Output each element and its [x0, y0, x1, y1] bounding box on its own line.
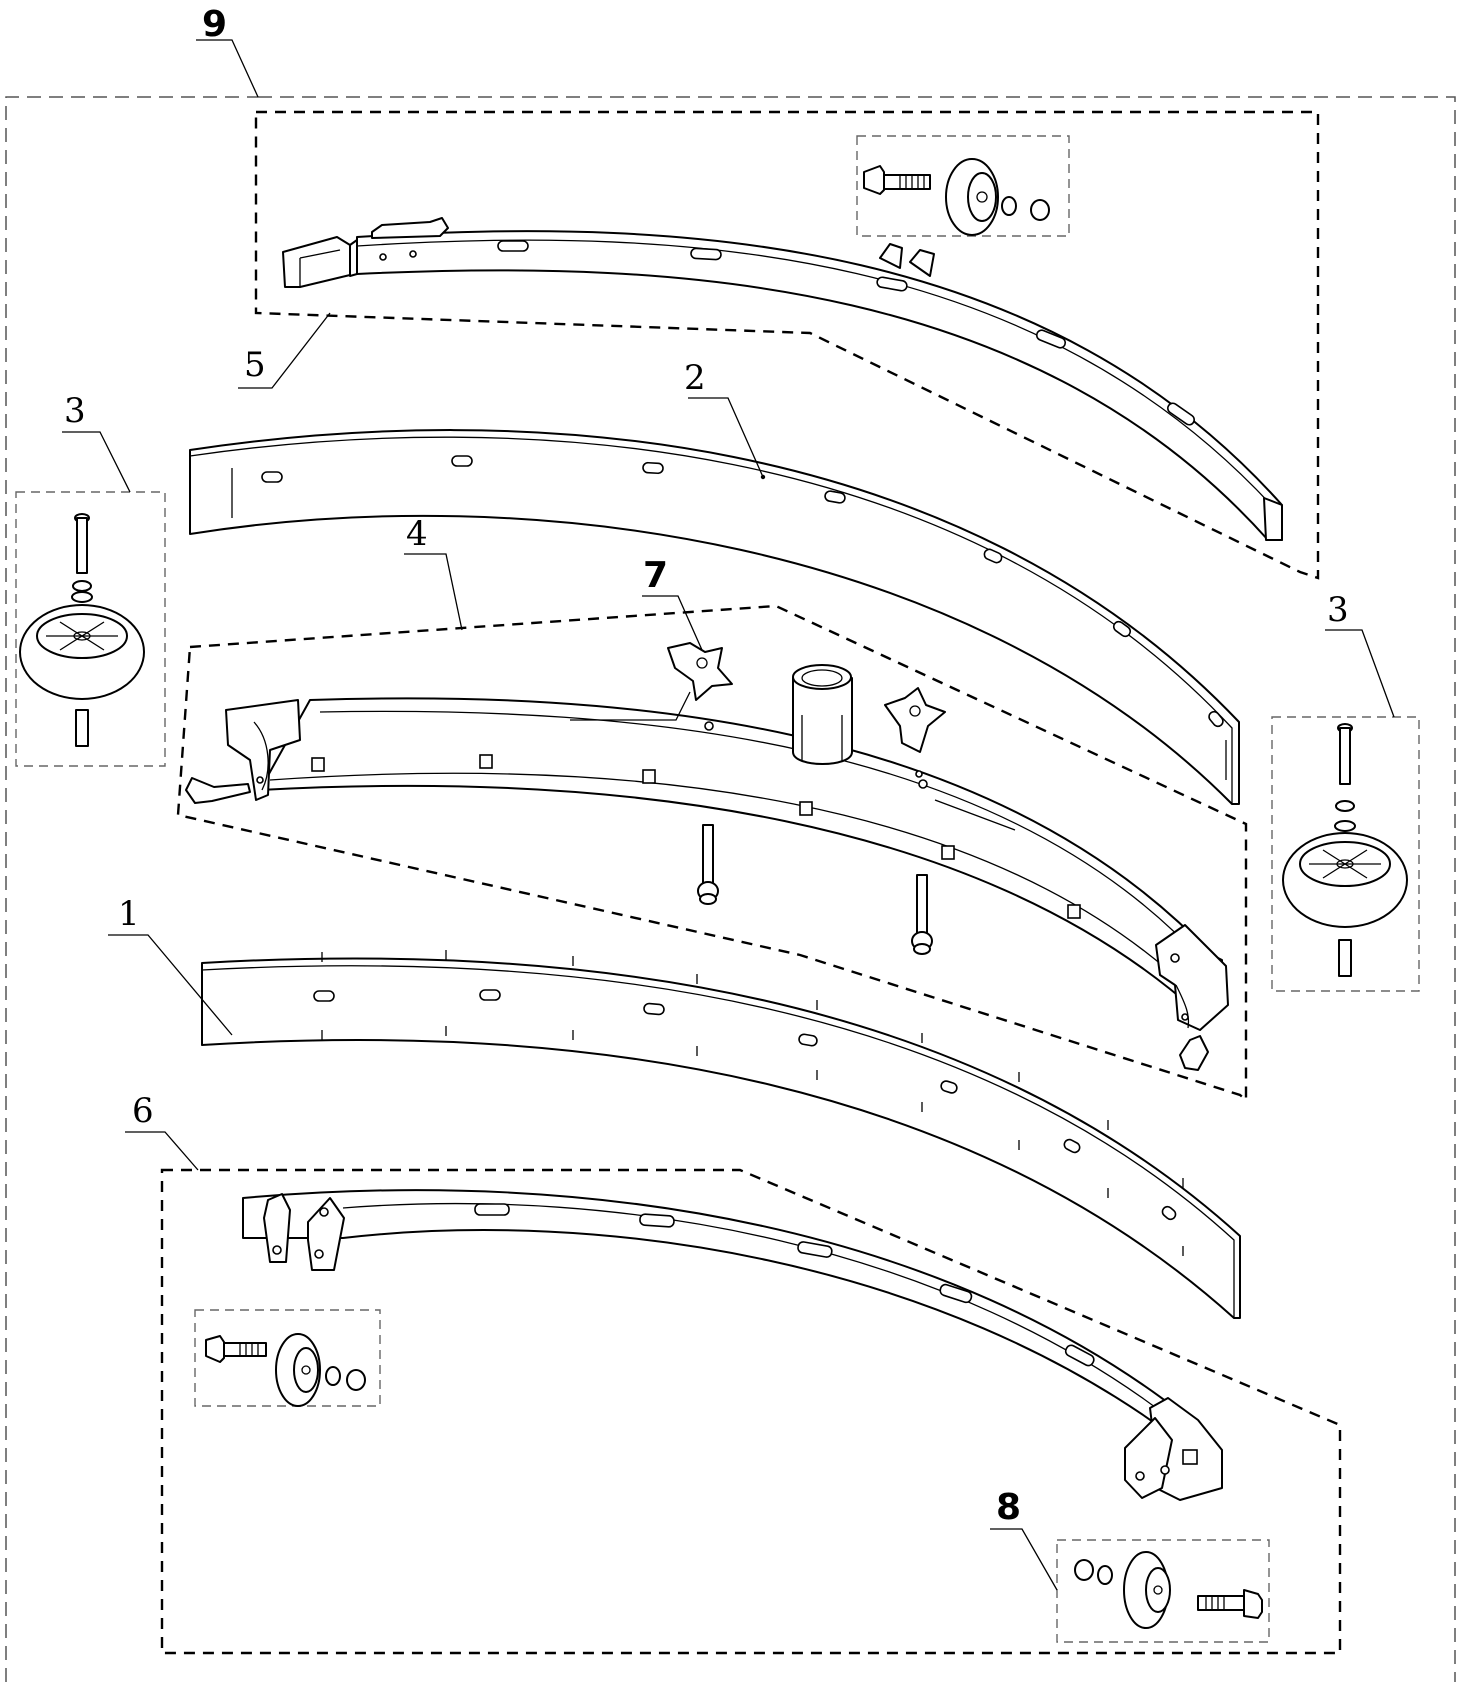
leader-5 [238, 312, 331, 389]
rear-retainer-group-boundary [254, 110, 1320, 580]
roller-kit-box [1056, 1539, 1270, 1643]
bolt-icon [697, 824, 719, 905]
rear-squeegee-blade [189, 429, 1240, 805]
star-knob-icon [1179, 1035, 1209, 1071]
caster-wheel-icon [19, 513, 145, 747]
callout-3-right: 3 [1327, 590, 1349, 630]
leader-8 [990, 1528, 1058, 1591]
callout-3-left: 3 [64, 391, 86, 431]
wheel-kit-left-box [15, 491, 166, 767]
rear-roller-kit-box [856, 135, 1070, 237]
roller-icon [863, 158, 1050, 236]
leader-3-right [1325, 629, 1395, 718]
squeegee-body-group-boundary [176, 604, 1248, 1103]
front-roller-kit-box [194, 1309, 381, 1407]
callout-6: 6 [132, 1091, 154, 1131]
leader-4 [404, 553, 463, 631]
callout-9: 9 [202, 4, 227, 45]
callout-5: 5 [244, 345, 266, 385]
leader-9 [196, 39, 259, 98]
callout-2: 2 [684, 358, 706, 398]
wheel-kit-right-box [1271, 716, 1420, 992]
front-retainer-group-boundary [160, 1168, 1342, 1655]
assembly-boundary [5, 96, 1456, 1682]
squeegee-body-frame [185, 664, 1229, 1071]
front-squeegee-blade [201, 950, 1241, 1319]
leader-2 [688, 397, 764, 478]
star-knob-icon [884, 687, 946, 753]
callout-1: 1 [118, 894, 140, 934]
rear-retainer-strip [282, 217, 1283, 541]
roller-icon [1074, 1551, 1263, 1629]
front-retainer-strip [242, 1189, 1223, 1501]
roller-icon [205, 1333, 366, 1407]
star-knob-icon [667, 642, 733, 701]
leader-7 [642, 595, 703, 651]
star-knob-icon [185, 777, 251, 804]
callout-7: 7 [643, 555, 668, 596]
callout-8: 8 [996, 1487, 1021, 1528]
leader-1 [108, 934, 233, 1036]
leader-3-left [62, 431, 131, 493]
caster-wheel-icon [1282, 723, 1408, 977]
leader-6 [125, 1131, 199, 1171]
bolt-icon [911, 874, 933, 955]
callout-4: 4 [406, 514, 428, 554]
